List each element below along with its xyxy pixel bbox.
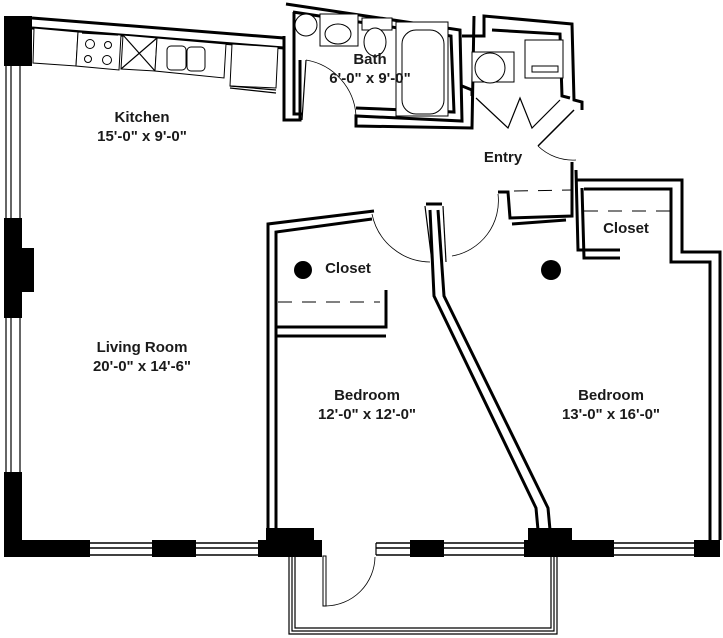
bedroom-left-name: Bedroom: [334, 387, 400, 404]
corner-column-top-left: [4, 16, 32, 66]
bath-name: Bath: [353, 51, 387, 68]
bath-label: Bath 6'-0" x 9'-0": [329, 50, 410, 88]
diagonal-partition-wall: [424, 202, 552, 531]
bedroom-left-label: Bedroom 12'-0" x 12'-0": [318, 386, 416, 424]
dryer-icon: [524, 39, 564, 79]
bedroom-left-dimensions: 12'-0" x 12'-0": [317, 406, 417, 423]
left-exterior-wall: [4, 66, 34, 557]
kitchen-label: Kitchen 15'-0" x 9'-0": [97, 108, 187, 146]
living-room-dimensions: 20'-0" x 14'-6": [92, 358, 192, 375]
bifold-closet-door[interactable]: [475, 96, 561, 130]
kitchen-sink-icon: [154, 37, 227, 79]
column-left: [294, 261, 312, 279]
bedroom-right-label: Bedroom 13'-0" x 16'-0": [562, 386, 660, 424]
closet-right-name: Closet: [603, 220, 649, 237]
toilet-icon: [361, 17, 393, 57]
right-exterior-wall: [576, 178, 722, 540]
dishwasher-icon: [120, 34, 158, 72]
washer-circle: [294, 13, 318, 37]
closet-right-label: Closet: [603, 219, 649, 238]
balcony-door[interactable]: [322, 555, 376, 607]
entry-name: Entry: [483, 149, 523, 166]
bath-door[interactable]: [301, 59, 357, 121]
left-bedroom-door[interactable]: [371, 213, 431, 263]
right-bedroom-door[interactable]: [451, 193, 499, 257]
bathroom-sink-icon: [319, 13, 359, 47]
entry-label: Entry: [484, 148, 522, 167]
living-room-name: Living Room: [96, 339, 188, 356]
entry-door[interactable]: [537, 109, 577, 161]
bathtub-icon: [395, 21, 449, 117]
bath-dimensions: 6'-0" x 9'-0": [329, 70, 411, 87]
closet-left-label: Closet: [325, 259, 371, 278]
right-closet-walls: [498, 162, 671, 260]
bottom-exterior-wall: [4, 528, 720, 557]
balcony: [288, 555, 558, 635]
stove-icon: [75, 31, 122, 71]
bedroom-right-dimensions: 13'-0" x 16'-0": [561, 406, 661, 423]
left-closet-walls: [266, 209, 388, 530]
living-room-label: Living Room 20'-0" x 14'-6": [93, 338, 191, 376]
closet-left-name: Closet: [325, 260, 371, 277]
refrigerator-icon: [229, 43, 279, 94]
kitchen-name: Kitchen: [114, 109, 170, 126]
bath-fixtures: [294, 13, 449, 121]
kitchen-dimensions: 15'-0" x 9'-0": [97, 128, 187, 145]
washer-icon: [471, 51, 515, 84]
laundry-fixtures: [471, 39, 564, 130]
kitchen-counter: [32, 27, 279, 94]
bedroom-right-name: Bedroom: [578, 387, 644, 404]
column-right: [541, 260, 561, 280]
